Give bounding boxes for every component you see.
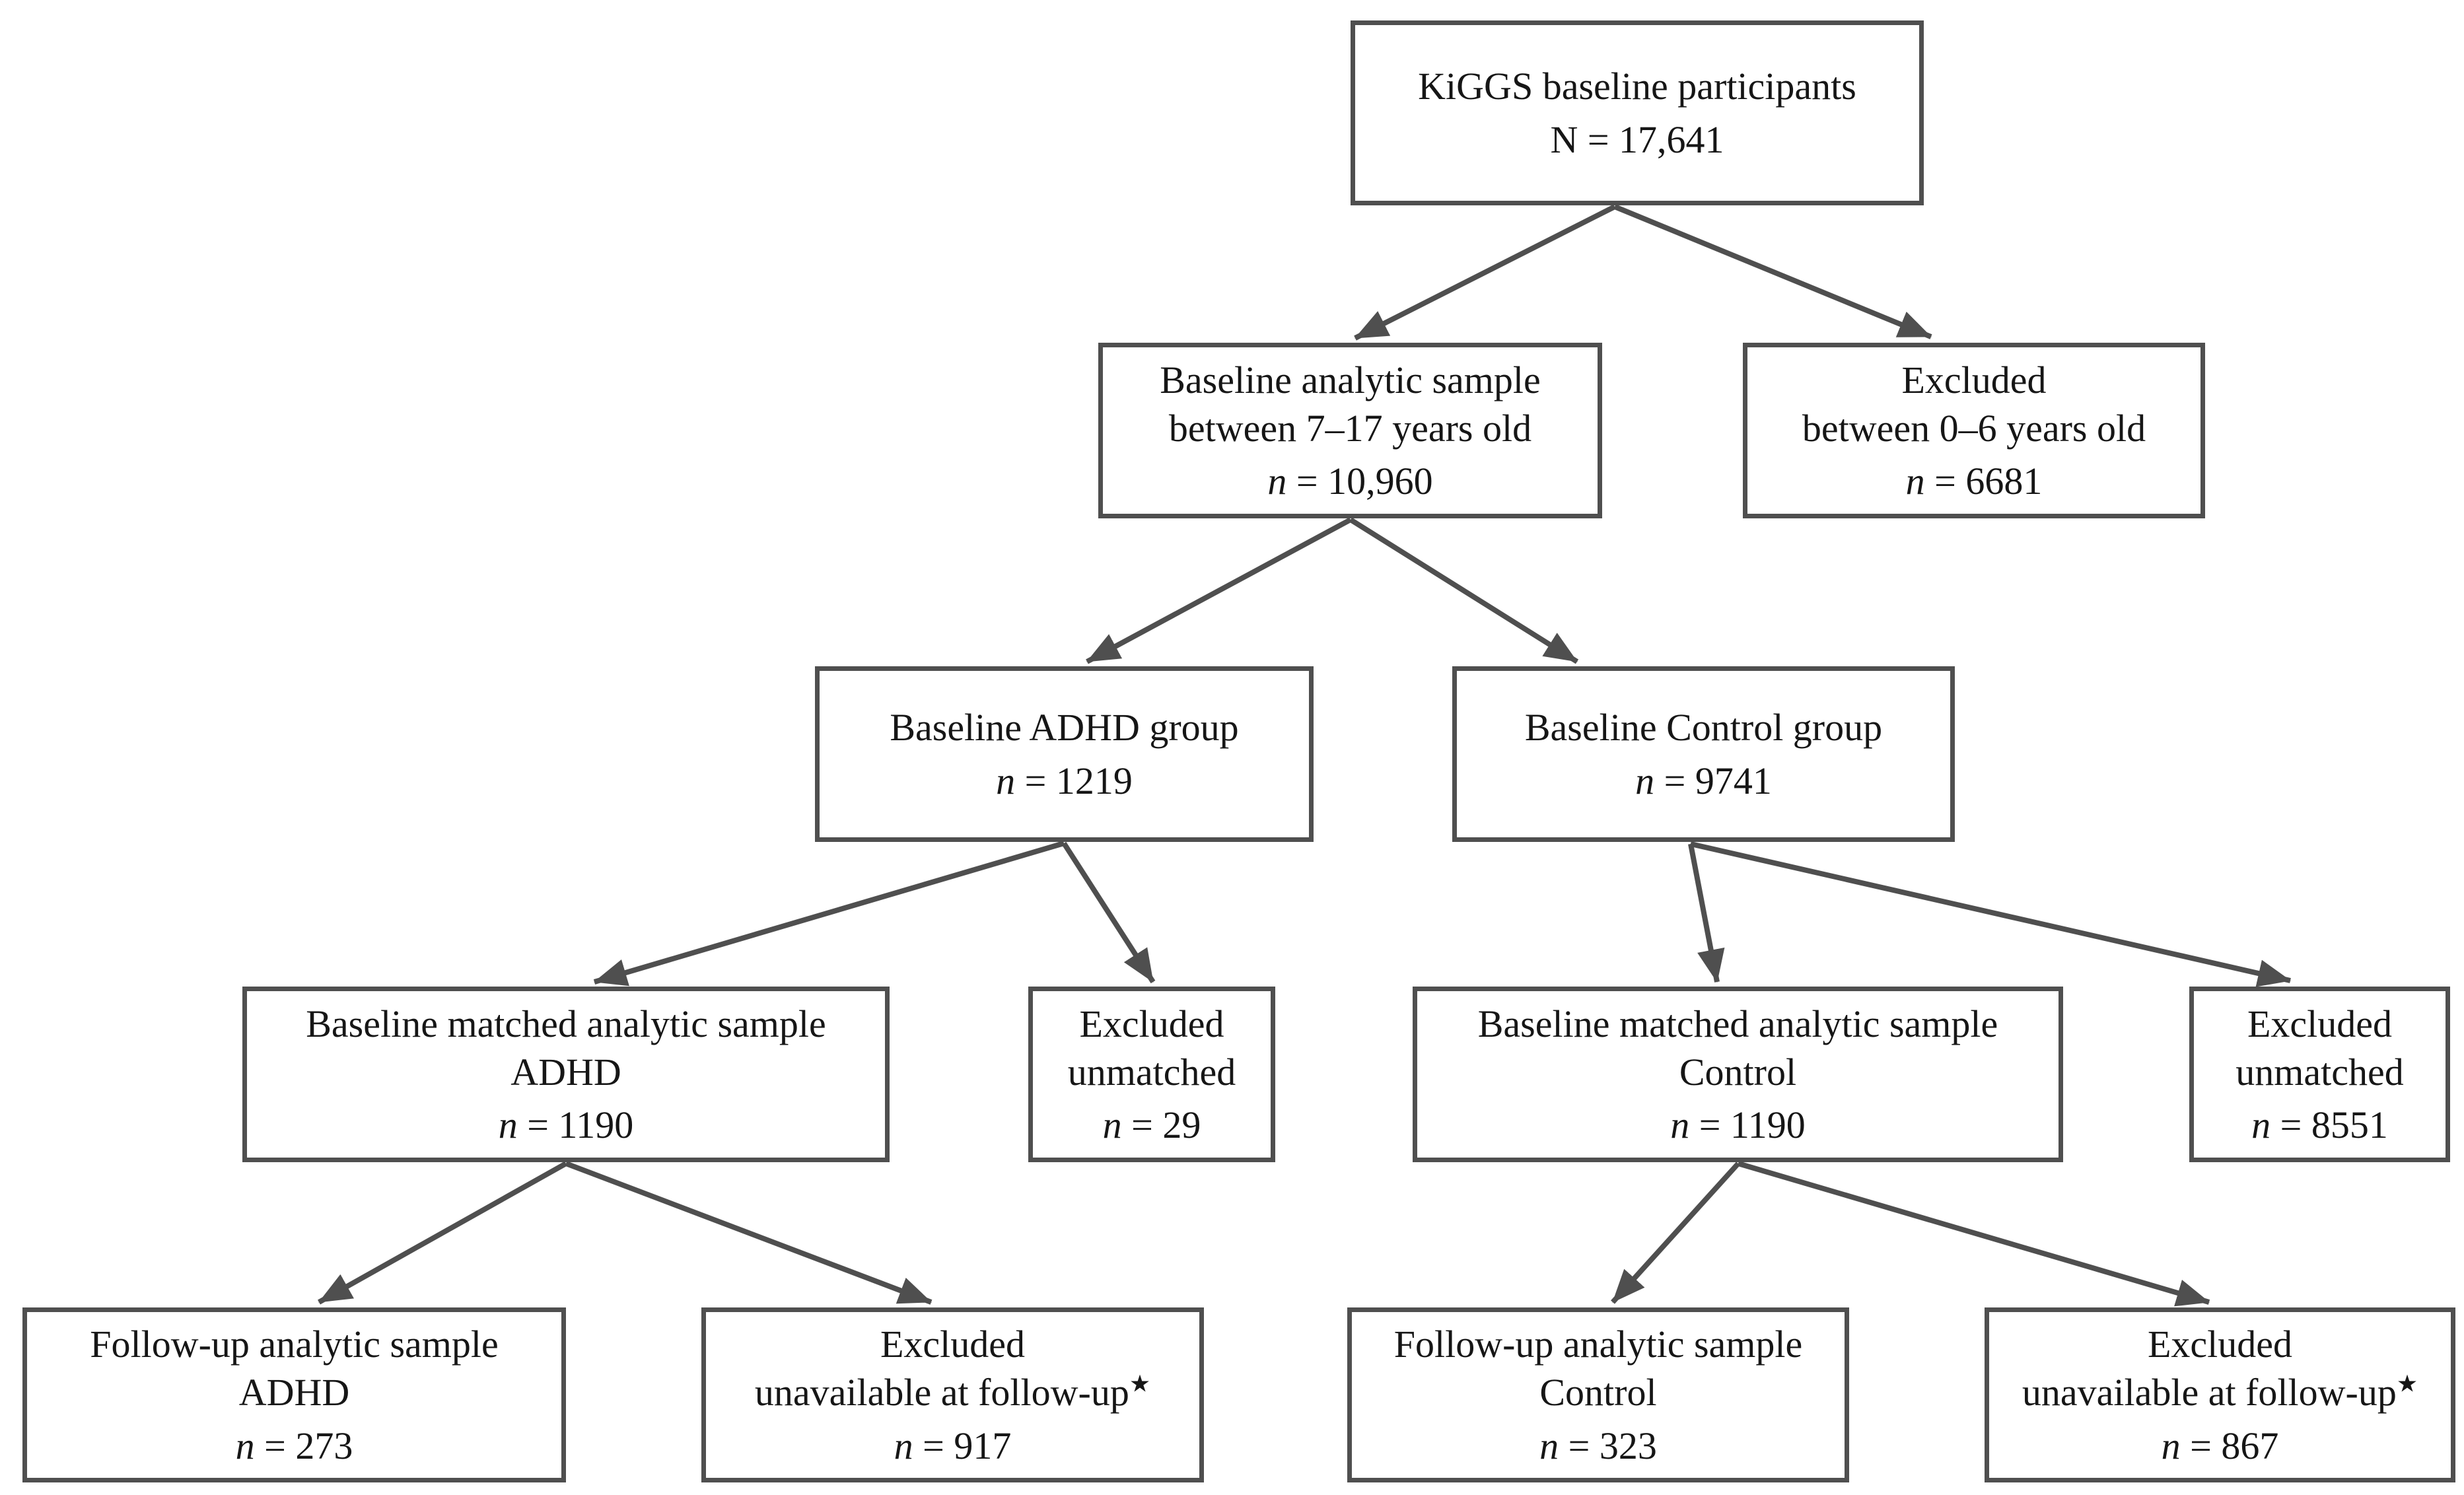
- box-title-line-text: unavailable at follow-up: [754, 1371, 1129, 1414]
- star-footnote-icon: ★: [2396, 1371, 2418, 1398]
- arrow-adhd-to-excluded-unmatched: [1061, 841, 1156, 984]
- box-title-line: unmatched: [1067, 1050, 1236, 1094]
- box-matched-control: Baseline matched analytic sample Control…: [1413, 987, 2063, 1162]
- box-title-line: Control: [1539, 1371, 1657, 1414]
- box-excluded-unmatched-control: Excluded unmatched n = 8551: [2189, 987, 2450, 1162]
- box-title-line: Excluded: [1901, 358, 2047, 401]
- box-title-line: Baseline analytic sample: [1160, 358, 1541, 401]
- box-title-line: Baseline ADHD group: [890, 706, 1239, 749]
- box-count: N = 17,641: [1550, 118, 1724, 161]
- box-count: n = 8551: [2251, 1103, 2388, 1147]
- box-title-line: unavailable at follow-up★: [755, 1368, 1150, 1416]
- box-count: n = 323: [1539, 1424, 1657, 1467]
- box-excluded-followup-control: Excluded unavailable at follow-up★ n = 8…: [1985, 1307, 2455, 1482]
- box-title-line: Follow-up analytic sample: [1393, 1323, 1803, 1366]
- box-matched-adhd: Baseline matched analytic sample ADHD n …: [242, 987, 890, 1162]
- box-title-line: between 7–17 years old: [1168, 406, 1532, 450]
- box-title-line: Baseline matched analytic sample: [306, 1002, 826, 1045]
- arrow-kiggs-to-excluded-age: [1613, 204, 1932, 339]
- box-title-line-text: unavailable at follow-up: [2022, 1371, 2397, 1414]
- box-count: n = 6681: [1905, 460, 2043, 503]
- box-title-line: unavailable at follow-up★: [2022, 1368, 2418, 1416]
- box-title-line: Excluded: [1079, 1002, 1224, 1045]
- box-baseline-analytic: Baseline analytic sample between 7–17 ye…: [1098, 343, 1602, 518]
- arrow-matched-adhd-to-excluded-followup: [565, 1161, 933, 1305]
- arrow-control-to-excluded-unmatched: [1690, 841, 2291, 987]
- box-count: n = 867: [2161, 1424, 2279, 1467]
- box-title-line: unmatched: [2235, 1050, 2404, 1094]
- arrow-matched-adhd-to-followup-adhd: [318, 1161, 567, 1305]
- box-count: n = 273: [235, 1424, 353, 1467]
- box-baseline-adhd-group: Baseline ADHD group n = 1219: [815, 666, 1314, 842]
- box-title-line: Excluded: [2147, 1323, 2293, 1366]
- box-title-line: Baseline Control group: [1524, 706, 1883, 749]
- arrow-adhd-to-matched-adhd: [593, 841, 1065, 987]
- arrow-matched-control-to-excluded-followup: [1737, 1161, 2210, 1307]
- box-title-line: ADHD: [238, 1371, 350, 1414]
- box-count: n = 1219: [996, 759, 1133, 802]
- arrow-analytic-to-control-group: [1349, 517, 1579, 664]
- star-footnote-icon: ★: [1129, 1371, 1151, 1398]
- box-title-line: Control: [1679, 1050, 1797, 1094]
- box-count: n = 10,960: [1267, 460, 1433, 503]
- box-title-line: Baseline matched analytic sample: [1477, 1002, 1998, 1045]
- box-count: n = 1190: [498, 1103, 634, 1147]
- box-count: n = 29: [1102, 1103, 1201, 1147]
- box-title-line: between 0–6 years old: [1802, 406, 2146, 450]
- box-excluded-followup-adhd: Excluded unavailable at follow-up★ n = 9…: [701, 1307, 1204, 1482]
- box-count: n = 1190: [1670, 1103, 1806, 1147]
- box-excluded-age: Excluded between 0–6 years old n = 6681: [1743, 343, 2205, 518]
- arrow-matched-control-to-followup-control: [1611, 1162, 1740, 1304]
- box-baseline-control-group: Baseline Control group n = 9741: [1452, 666, 1955, 842]
- box-title-line: KiGGS baseline participants: [1418, 65, 1856, 108]
- box-followup-adhd: Follow-up analytic sample ADHD n = 273: [22, 1307, 566, 1482]
- box-kiggs-baseline: KiGGS baseline participants N = 17,641: [1351, 20, 1924, 205]
- box-title-line: Excluded: [2247, 1002, 2393, 1045]
- box-title-line: ADHD: [510, 1050, 621, 1094]
- box-followup-control: Follow-up analytic sample Control n = 32…: [1347, 1307, 1849, 1482]
- arrow-analytic-to-adhd-group: [1086, 517, 1352, 664]
- box-title-line: Follow-up analytic sample: [90, 1323, 499, 1366]
- box-count: n = 9741: [1635, 759, 1772, 802]
- box-excluded-unmatched-adhd: Excluded unmatched n = 29: [1028, 987, 1275, 1162]
- box-title-line: Excluded: [880, 1323, 1026, 1366]
- arrow-control-to-matched-control: [1688, 843, 1725, 983]
- arrow-kiggs-to-baseline-analytic: [1354, 204, 1616, 341]
- box-count: n = 917: [894, 1424, 1012, 1467]
